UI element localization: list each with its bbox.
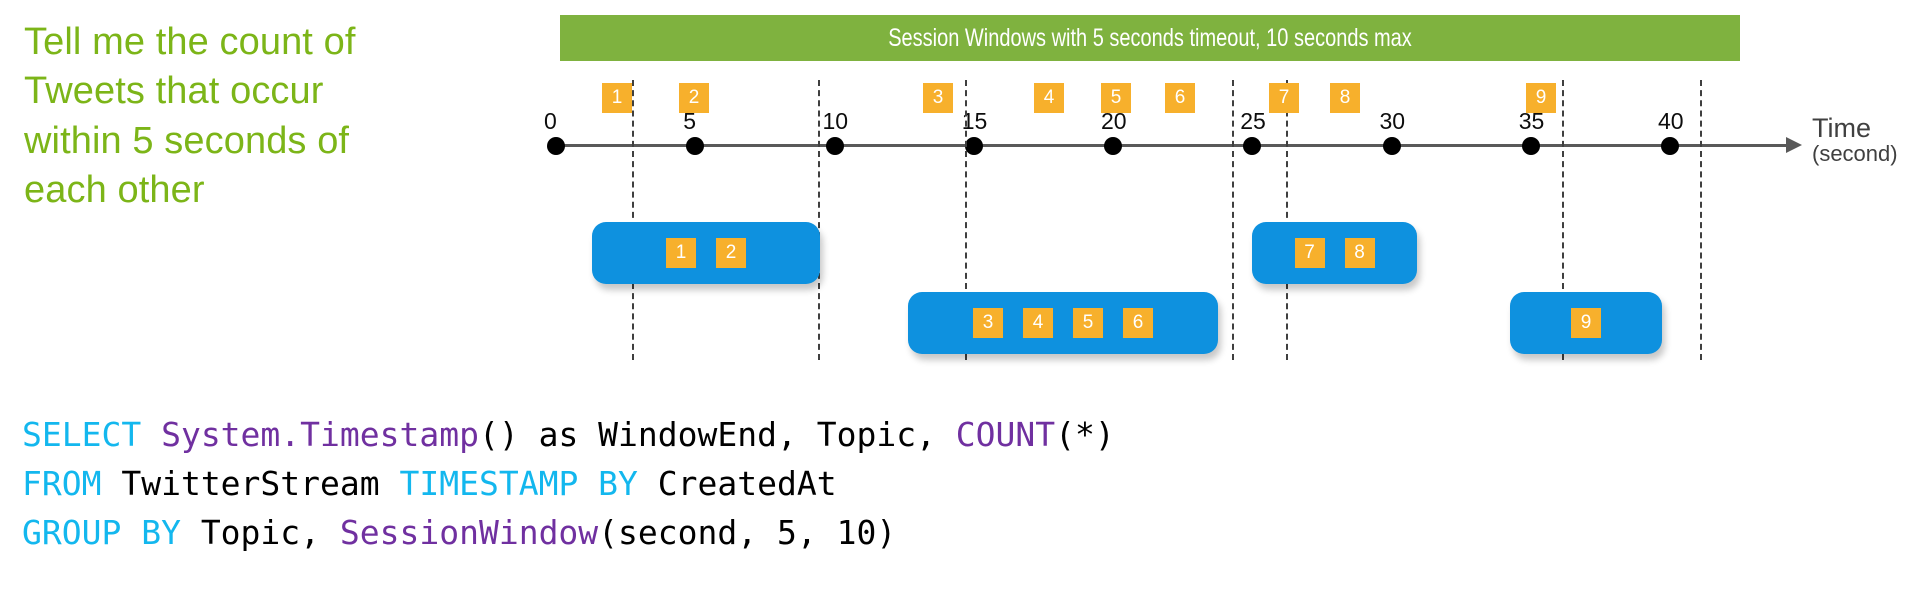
event-badge-7: 7 xyxy=(1269,83,1299,113)
axis-tick-label-25: 25 xyxy=(1240,108,1266,134)
prompt-line-2: Tweets that occur xyxy=(24,70,324,113)
session-boundary-line-4 xyxy=(1232,80,1234,360)
axis-tick-label-0: 0 xyxy=(544,108,557,134)
event-badge-6: 6 xyxy=(1165,83,1195,113)
event-badge-3: 3 xyxy=(923,83,953,113)
axis-tick-dot-5 xyxy=(686,137,705,155)
sql-token-kw-2-3: TIMESTAMP BY xyxy=(399,464,658,503)
time-axis-label: Time (second) xyxy=(1812,113,1898,167)
sql-token-id-2-2: TwitterStream xyxy=(121,464,400,503)
sql-line-2: FROM TwitterStream TIMESTAMP BY CreatedA… xyxy=(22,459,1115,508)
axis-tick-dot-25 xyxy=(1243,137,1262,155)
axis-tick-dot-30 xyxy=(1382,137,1401,155)
sql-token-fn-3-3: SessionWindow xyxy=(339,513,599,552)
axis-tick-dot-20 xyxy=(1104,137,1122,155)
event-badge-8: 8 xyxy=(1330,83,1360,113)
session-event-badge-5: 5 xyxy=(1073,308,1103,338)
session-boundary-line-3 xyxy=(965,80,967,360)
event-badge-4: 4 xyxy=(1034,83,1064,113)
axis-tick-dot-40 xyxy=(1661,137,1679,155)
session-event-badge-6: 6 xyxy=(1123,308,1153,338)
session-event-badge-8: 8 xyxy=(1344,238,1375,268)
event-badge-2: 2 xyxy=(679,83,709,113)
prompt-line-4: each other xyxy=(24,169,205,212)
sql-query-block: SELECT System.Timestamp() as WindowEnd, … xyxy=(22,410,1115,557)
session-event-badge-1: 1 xyxy=(666,238,696,268)
sql-line-3: GROUP BY Topic, SessionWindow(second, 5,… xyxy=(22,508,1115,557)
session-4-events: 9 xyxy=(1510,308,1662,338)
session-event-badge-7: 7 xyxy=(1294,238,1325,268)
axis-tick-dot-15 xyxy=(964,137,983,155)
prompt-line-3: within 5 seconds of xyxy=(24,119,350,162)
session-event-badge-9: 9 xyxy=(1571,308,1601,338)
session-window-diagram: Session Windows with 5 seconds timeout, … xyxy=(544,15,1898,360)
axis-tick-dot-35 xyxy=(1521,137,1540,155)
sql-token-id-3-2: Topic, xyxy=(200,513,340,552)
session-boundary-line-6 xyxy=(1562,80,1564,360)
time-axis-label-main: Time xyxy=(1812,113,1871,143)
sql-token-kw-3-1: GROUP BY xyxy=(22,513,201,552)
prompt-text: Tell me the count of Tweets that occur wit… xyxy=(24,18,444,216)
sql-line-1: SELECT System.Timestamp() as WindowEnd, … xyxy=(22,410,1115,459)
sql-token-kw-1-1: SELECT xyxy=(22,415,162,454)
session-event-badge-4: 4 xyxy=(1023,308,1053,338)
time-axis-label-unit: (second) xyxy=(1812,141,1898,167)
axis-tick-label-30: 30 xyxy=(1379,108,1406,134)
axis-tick-label-40: 40 xyxy=(1658,108,1684,134)
axis-tick-dot-0 xyxy=(547,137,565,155)
session-boundary-line-5 xyxy=(1286,80,1288,360)
session-boundary-line-2 xyxy=(818,80,820,360)
session-4: 9 xyxy=(1510,292,1662,354)
sql-token-id-3-4: (second, 5, 10) xyxy=(598,513,897,552)
sql-token-fn-1-2: System.Timestamp xyxy=(161,415,479,454)
sql-token-id-1-3: () as WindowEnd, Topic, xyxy=(478,415,956,454)
event-badge-5: 5 xyxy=(1101,83,1131,113)
diagram-title: Session Windows with 5 seconds timeout, … xyxy=(888,24,1412,52)
session-boundary-line-1 xyxy=(632,80,634,360)
session-event-badge-3: 3 xyxy=(973,308,1003,338)
axis-tick-label-10: 10 xyxy=(822,108,849,134)
event-badge-1: 1 xyxy=(602,83,632,113)
event-badge-9: 9 xyxy=(1526,83,1556,113)
axis-tick-label-5: 5 xyxy=(683,108,697,134)
session-boundary-line-7 xyxy=(1700,80,1702,360)
session-event-badge-2: 2 xyxy=(716,238,746,268)
sql-token-fn-1-4: COUNT xyxy=(955,415,1056,454)
axis-tick-dot-10 xyxy=(825,137,844,155)
time-axis-line xyxy=(556,144,1788,147)
sql-token-kw-2-1: FROM xyxy=(22,464,122,503)
sql-token-id-1-5: (*) xyxy=(1055,415,1115,454)
time-axis-arrow-icon xyxy=(1786,137,1802,153)
sql-token-id-2-4: CreatedAt xyxy=(657,464,837,503)
prompt-line-1: Tell me the count of xyxy=(24,21,356,63)
diagram-title-bar: Session Windows with 5 seconds timeout, … xyxy=(560,15,1740,61)
